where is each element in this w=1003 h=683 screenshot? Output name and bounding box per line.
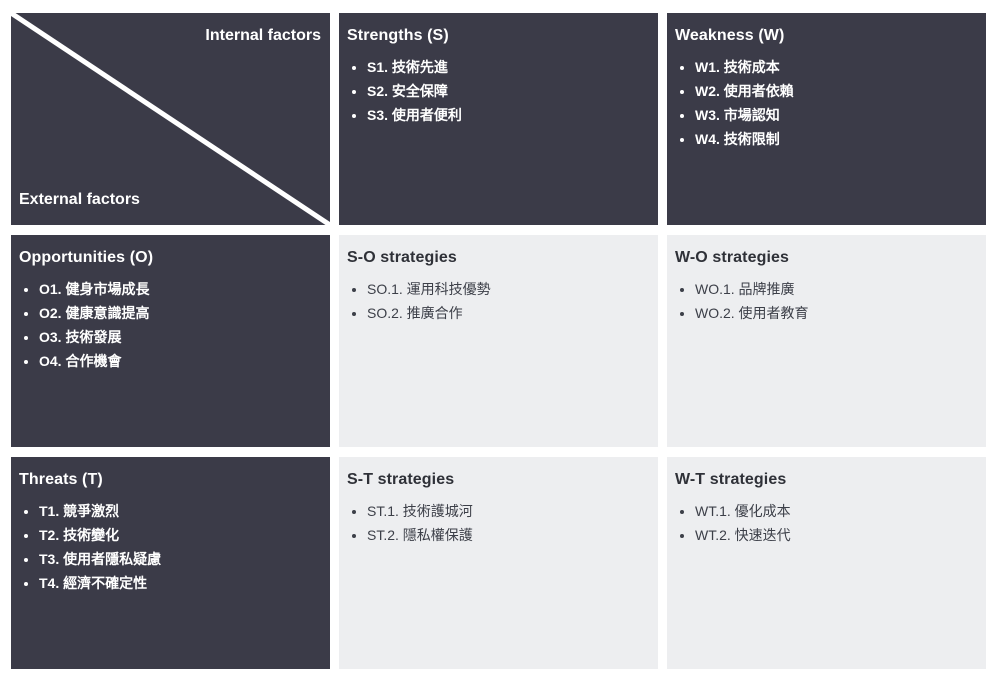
list-item: O4. 合作機會 [39,349,322,373]
st-strategies-list: ST.1. 技術護城河 ST.2. 隱私權保護 [347,499,650,547]
list-item: SO.2. 推廣合作 [367,301,650,325]
opportunities-list: O1. 健身市場成長 O2. 健康意識提高 O3. 技術發展 O4. 合作機會 [19,277,322,373]
weakness-title: Weakness (W) [675,27,785,44]
swot-matrix: Internal factors External factors Streng… [11,13,986,670]
wt-strategies-cell: W-T strategies WT.1. 優化成本 WT.2. 快速迭代 [667,457,986,669]
list-item: T2. 技術變化 [39,523,322,547]
threats-list: T1. 競爭激烈 T2. 技術變化 T3. 使用者隱私疑慮 T4. 經濟不確定性 [19,499,322,595]
list-item: O2. 健康意識提高 [39,301,322,325]
list-item: ST.1. 技術護城河 [367,499,650,523]
list-item: W4. 技術限制 [695,127,978,151]
wo-strategies-title: W-O strategies [675,249,789,266]
wo-strategies-cell: W-O strategies WO.1. 品牌推廣 WO.2. 使用者教育 [667,235,986,447]
strengths-title: Strengths (S) [347,27,449,44]
list-item: W2. 使用者依賴 [695,79,978,103]
corner-header-cell: Internal factors External factors [11,13,330,225]
list-item: ST.2. 隱私權保護 [367,523,650,547]
st-strategies-cell: S-T strategies ST.1. 技術護城河 ST.2. 隱私權保護 [339,457,658,669]
strengths-list: S1. 技術先進 S2. 安全保障 S3. 使用者便利 [347,55,650,127]
list-item: S3. 使用者便利 [367,103,650,127]
list-item: WO.1. 品牌推廣 [695,277,978,301]
list-item: O3. 技術發展 [39,325,322,349]
strengths-cell: Strengths (S) S1. 技術先進 S2. 安全保障 S3. 使用者便… [339,13,658,225]
list-item: T1. 競爭激烈 [39,499,322,523]
weakness-list: W1. 技術成本 W2. 使用者依賴 W3. 市場認知 W4. 技術限制 [675,55,978,151]
list-item: O1. 健身市場成長 [39,277,322,301]
list-item: W3. 市場認知 [695,103,978,127]
list-item: T3. 使用者隱私疑慮 [39,547,322,571]
wt-strategies-title: W-T strategies [675,471,787,488]
list-item: WT.2. 快速迭代 [695,523,978,547]
weakness-cell: Weakness (W) W1. 技術成本 W2. 使用者依賴 W3. 市場認知… [667,13,986,225]
opportunities-cell: Opportunities (O) O1. 健身市場成長 O2. 健康意識提高 … [11,235,330,447]
threats-cell: Threats (T) T1. 競爭激烈 T2. 技術變化 T3. 使用者隱私疑… [11,457,330,669]
opportunities-title: Opportunities (O) [19,249,154,266]
so-strategies-cell: S-O strategies SO.1. 運用科技優勢 SO.2. 推廣合作 [339,235,658,447]
list-item: WO.2. 使用者教育 [695,301,978,325]
st-strategies-title: S-T strategies [347,471,455,488]
list-item: SO.1. 運用科技優勢 [367,277,650,301]
list-item: WT.1. 優化成本 [695,499,978,523]
internal-factors-label: Internal factors [205,27,321,44]
list-item: S2. 安全保障 [367,79,650,103]
wo-strategies-list: WO.1. 品牌推廣 WO.2. 使用者教育 [675,277,978,325]
threats-title: Threats (T) [19,471,103,488]
list-item: S1. 技術先進 [367,55,650,79]
so-strategies-title: S-O strategies [347,249,457,266]
so-strategies-list: SO.1. 運用科技優勢 SO.2. 推廣合作 [347,277,650,325]
list-item: T4. 經濟不確定性 [39,571,322,595]
external-factors-label: External factors [19,191,140,208]
list-item: W1. 技術成本 [695,55,978,79]
diagonal-divider [11,13,330,225]
wt-strategies-list: WT.1. 優化成本 WT.2. 快速迭代 [675,499,978,547]
